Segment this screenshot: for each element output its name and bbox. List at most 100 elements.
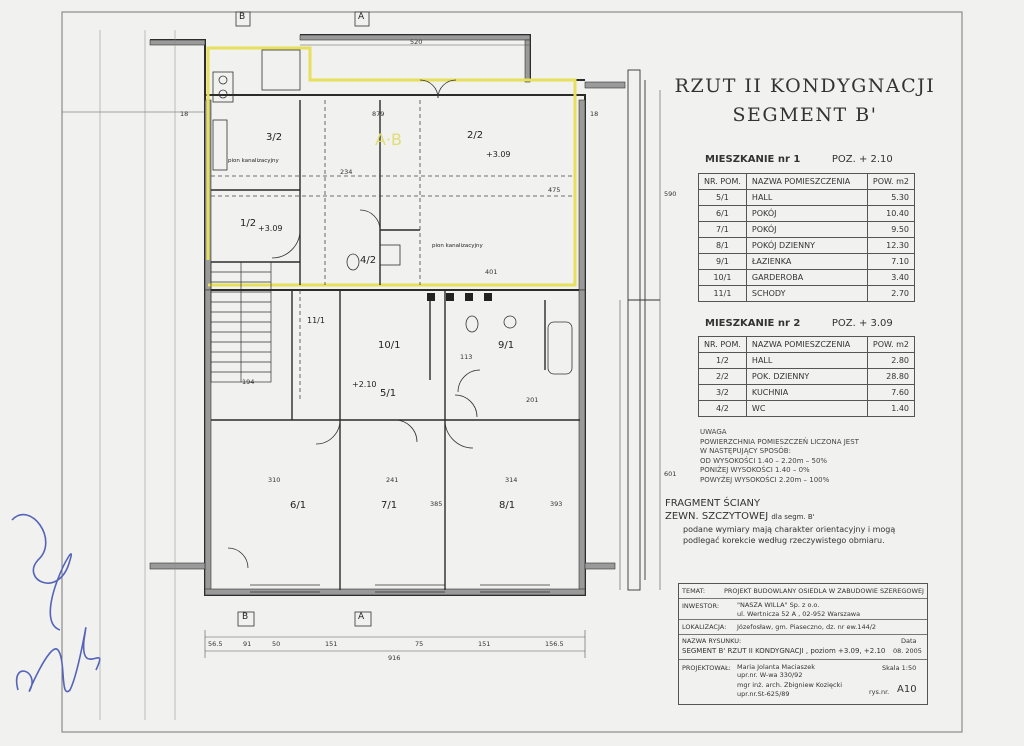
- room-name: HALL: [745, 352, 868, 369]
- dim-bottom-2: 91: [243, 640, 252, 648]
- dim-201: 201: [526, 396, 539, 404]
- drawing-number-label: rys.nr.: [869, 688, 890, 696]
- drawing-title: RZUT II KONDYGNACJI SEGMENT B': [660, 72, 950, 130]
- fragment-line-3: dla segm. B': [771, 513, 815, 521]
- room-label-3-2: 3/2: [266, 132, 283, 143]
- designer-1-name: Maria Jolanta Maciaszek: [737, 663, 816, 671]
- axis-b-top: B: [239, 12, 246, 22]
- level-label-5-1: +2.10: [352, 380, 377, 389]
- header-name: NAZWA POMIESZCZENIA: [745, 173, 868, 190]
- title-block-row-inwestor: INWESTOR: "NASZA WILLA" Sp. z o.o. ul. W…: [679, 599, 927, 620]
- room-label-1-2: 1/2: [240, 218, 257, 229]
- title-block-row-temat: TEMAT: PROJEKT BUDOWLANY OSIEDLA W ZABUD…: [679, 584, 927, 599]
- room-area: 3.40: [866, 269, 916, 286]
- dim-18-left: 18: [180, 110, 189, 118]
- apartment-2-table: NR. POM. NAZWA POMIESZCZENIA POW. m2 1/2…: [698, 336, 916, 417]
- header-name: NAZWA POMIESZCZENIA: [745, 336, 868, 353]
- room-name: GARDEROBA: [745, 269, 868, 286]
- apartment-1-level: POZ. + 2.10: [831, 154, 893, 165]
- dim-113: 113: [460, 353, 473, 361]
- room-nr: 10/1: [698, 269, 747, 286]
- room-label-7-1: 7/1: [381, 500, 398, 511]
- inwestor-address: ul. Wertnicza 52 A , 02-952 Warszawa: [737, 610, 861, 618]
- dim-bottom-3: 50: [272, 640, 281, 648]
- designer-1-license: upr.nr. W-wa 330/92: [737, 671, 803, 679]
- header-nr: NR. POM.: [698, 336, 747, 353]
- apartment-1-table: NR. POM. NAZWA POMIESZCZENIA POW. m2 5/1…: [698, 173, 916, 302]
- caveat-line: podlegać korekcie według rzeczywistego o…: [683, 536, 885, 545]
- apartment-2-level: POZ. + 3.09: [831, 318, 893, 329]
- room-area: 7.10: [866, 253, 916, 270]
- note-line: POWYŻEJ WYSOKOŚCI 2.20m – 100%: [700, 475, 830, 484]
- room-name: KUCHNIA: [745, 384, 868, 401]
- axis-a-top: A: [358, 12, 365, 22]
- dim-234: 234: [340, 168, 353, 176]
- note-line: POWIERZCHNIA POMIESZCZEŃ LICZONA JEST: [700, 437, 859, 446]
- room-area: 10.40: [866, 205, 916, 222]
- room-area: 7.60: [866, 384, 916, 401]
- projektowal-label: PROJEKTOWAŁ:: [682, 664, 731, 672]
- apartment-1-header: MIESZKANIE nr 1 POZ. + 2.10: [705, 154, 893, 165]
- dimension-caveat: podane wymiary mają charakter orientacyj…: [683, 524, 895, 546]
- lokalizacja-label: LOKALIZACJA:: [682, 623, 727, 631]
- room-label-4-2: 4/2: [360, 255, 377, 266]
- note-line: OD WYSOKOŚCI 1.40 – 2.20m – 50%: [700, 456, 828, 465]
- note-line: PONIŻEJ WYSOKOŚCI 1.40 – 0%: [700, 466, 810, 474]
- data-label: Data: [901, 637, 917, 645]
- dim-194: 194: [242, 378, 255, 386]
- room-nr: 4/2: [698, 400, 747, 417]
- room-name: WC: [745, 400, 868, 417]
- room-name: HALL: [745, 189, 868, 206]
- pipe-note-1: pion kanalizacyjny: [432, 243, 483, 249]
- fragment-line-1: FRAGMENT ŚCIANY: [665, 498, 761, 509]
- dim-bottom-7: 156.5: [545, 640, 564, 648]
- level-label-1-2: +3.09: [258, 224, 283, 233]
- room-area: 1.40: [866, 400, 916, 417]
- area-calculation-note: UWAGA POWIERZCHNIA POMIESZCZEŃ LICZONA J…: [700, 428, 859, 485]
- title-block-row-projektowal: PROJEKTOWAŁ: Maria Jolanta Maciaszek upr…: [679, 660, 927, 703]
- room-nr: 3/2: [698, 384, 747, 401]
- inwestor-value: "NASZA WILLA" Sp. z o.o.: [737, 601, 820, 609]
- header-nr: NR. POM.: [698, 173, 747, 190]
- temat-label: TEMAT:: [682, 587, 706, 595]
- room-nr: 11/1: [698, 285, 747, 302]
- drawing-title-line2: SEGMENT B': [732, 104, 878, 126]
- room-label-9-1: 9/1: [498, 340, 515, 351]
- fragment-line-2: ZEWN. SZCZYTOWEJ: [665, 511, 769, 522]
- note-line: UWAGA: [700, 428, 727, 436]
- drawing-number: A10: [897, 684, 917, 695]
- nazwa-value: SEGMENT B' RZUT II KONDYGNACJI , poziom …: [682, 647, 886, 655]
- room-nr: 7/1: [698, 221, 747, 238]
- room-nr: 9/1: [698, 253, 747, 270]
- room-label-2-2: 2/2: [467, 130, 484, 141]
- room-nr: 2/2: [698, 368, 747, 385]
- dim-879: 879: [372, 110, 385, 118]
- wall-fragment-caption: FRAGMENT ŚCIANY ZEWN. SZCZYTOWEJ dla seg…: [665, 497, 815, 524]
- title-block: TEMAT: PROJEKT BUDOWLANY OSIEDLA W ZABUD…: [678, 583, 928, 705]
- room-label-10-1: 10/1: [378, 340, 401, 351]
- room-name: POKÓJ DZIENNY: [745, 237, 868, 254]
- room-name: SCHODY: [745, 285, 868, 302]
- nazwa-label: NAZWA RYSUNKU:: [682, 637, 742, 645]
- room-area: 5.30: [866, 189, 916, 206]
- apartment-2-name: MIESZKANIE nr 2: [705, 318, 801, 329]
- dim-241: 241: [386, 476, 399, 484]
- dim-310: 310: [268, 476, 281, 484]
- room-nr: 1/2: [698, 352, 747, 369]
- drawing-title-line1: RZUT II KONDYGNACJI: [674, 75, 936, 97]
- room-label-6-1: 6/1: [290, 500, 307, 511]
- dim-393: 393: [550, 500, 563, 508]
- room-label-11-1: 11/1: [307, 316, 325, 325]
- title-block-row-lokalizacja: LOKALIZACJA: Józefosław, gm. Piaseczno, …: [679, 620, 927, 635]
- note-line: W NASTĘPUJĄCY SPOSÓB:: [700, 447, 791, 455]
- temat-value: PROJEKT BUDOWLANY OSIEDLA W ZABUDOWIE SZ…: [724, 587, 924, 595]
- room-label-8-1: 8/1: [499, 500, 516, 511]
